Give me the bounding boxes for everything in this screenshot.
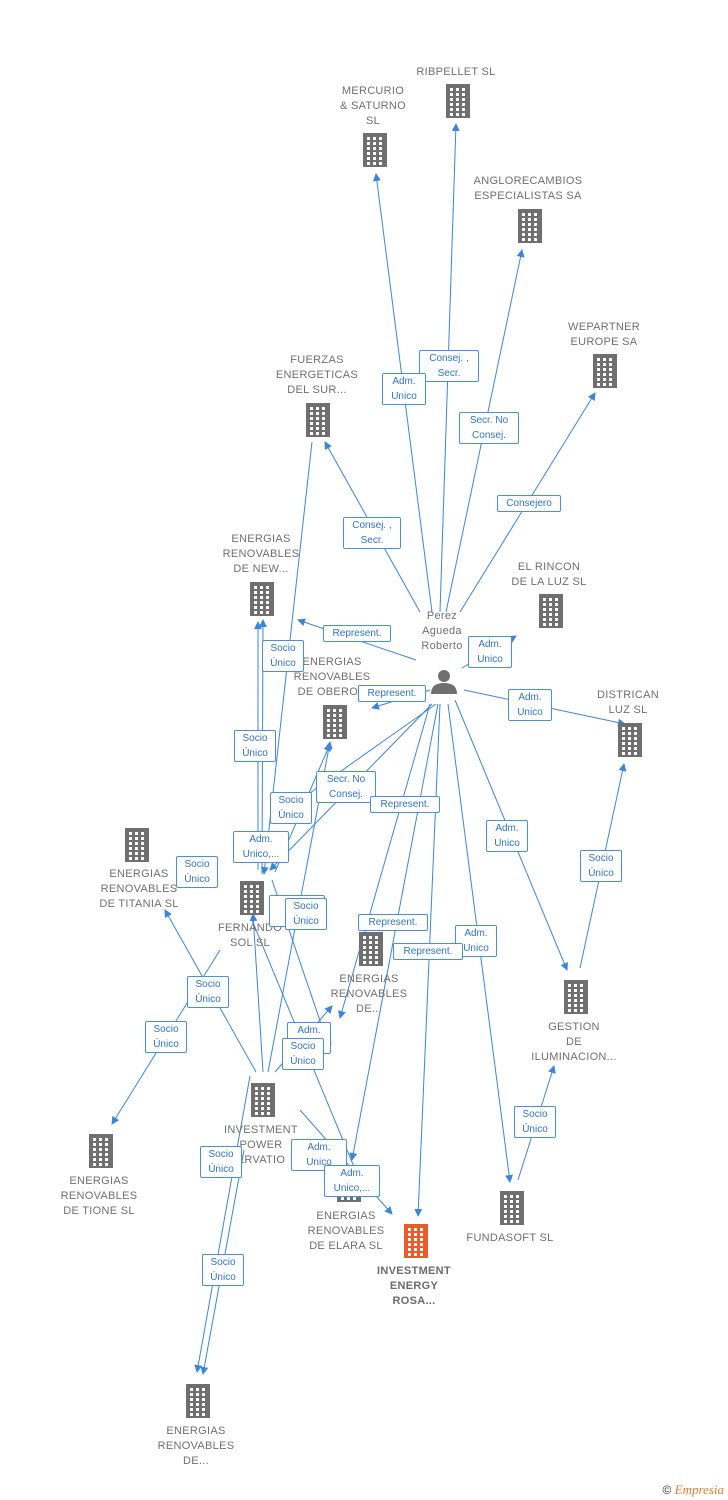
edge-label[interactable]: Socio Único (282, 1038, 324, 1070)
edge-label[interactable]: Consej. , Secr. (343, 517, 401, 549)
edge-label[interactable]: Adm. Unico (382, 373, 426, 405)
edge-label[interactable]: Socio Único (262, 640, 304, 672)
footer: © Empresia (662, 1482, 724, 1498)
edge-label[interactable]: Secr. No Consej. (316, 771, 376, 803)
edge-label[interactable]: Socio Único (270, 792, 312, 824)
building-icon (500, 1191, 524, 1225)
edge-label[interactable]: Consej. , Secr. (419, 350, 479, 382)
relationship-edge (194, 1075, 251, 1373)
brand-logo[interactable]: Empresia (674, 1482, 724, 1497)
edge-label[interactable]: Adm. Unico (508, 689, 552, 721)
edge-label[interactable]: Secr. No Consej. (459, 412, 519, 444)
edge-label[interactable]: Socio Único (285, 898, 327, 930)
node-label: FUNDASOFT SL (466, 1232, 553, 1244)
building-icon (363, 133, 387, 167)
edge-label[interactable]: Adm. Unico (468, 636, 512, 668)
edge-label[interactable]: Represent. (323, 624, 391, 642)
building-icon (446, 84, 470, 118)
relationship-edge (338, 703, 431, 1019)
copyright-symbol: © (662, 1483, 672, 1497)
building-icon (186, 1384, 210, 1418)
building-icon (89, 1134, 113, 1168)
edge-label[interactable]: Represent. (370, 795, 440, 813)
building-icon (251, 1083, 275, 1117)
person-icon (431, 670, 457, 694)
building-icon (564, 980, 588, 1014)
relationship-edge (349, 703, 439, 1161)
building-icon (240, 881, 264, 915)
edge-label[interactable]: Adm. Unico,... (324, 1165, 380, 1197)
building-icon (404, 1224, 428, 1258)
building-icon (539, 594, 563, 628)
edge-label[interactable]: Socio Único (187, 976, 229, 1008)
edge-label[interactable]: Represent. (393, 942, 463, 960)
edge-label[interactable]: Represent. (358, 913, 428, 931)
building-icon (518, 209, 542, 243)
edge-label[interactable]: Consejero (497, 494, 561, 512)
node-label: RIBPELLET SL (416, 66, 495, 78)
edge-label[interactable]: Adm. Unico,... (233, 831, 289, 863)
edge-label[interactable]: Adm. Unico (486, 820, 528, 852)
edge-label[interactable]: Socio Único (145, 1021, 187, 1053)
node-ribpellet[interactable]: RIBPELLET SL (416, 66, 495, 118)
building-icon (250, 582, 274, 616)
relationship-edge (414, 703, 441, 1217)
edge-label[interactable]: Socio Único (176, 856, 218, 888)
node-fundasoft[interactable]: FUNDASOFT SL (466, 1191, 553, 1244)
edge-label[interactable]: Socio Único (234, 730, 276, 762)
building-icon (618, 723, 642, 757)
edge-label[interactable]: Socio Único (580, 850, 622, 882)
building-icon (323, 705, 347, 739)
building-icon (306, 403, 330, 437)
edge-label[interactable]: Represent. (358, 684, 426, 702)
building-icon (593, 354, 617, 388)
edge-label[interactable]: Adm. Unico (455, 925, 497, 957)
edge-label[interactable]: Socio Único (202, 1254, 244, 1286)
edge-label[interactable]: Socio Único (514, 1106, 556, 1138)
edge-label[interactable]: Socio Único (200, 1146, 242, 1178)
building-icon (359, 932, 383, 966)
building-icon (125, 828, 149, 862)
relationship-edge (249, 913, 264, 1073)
